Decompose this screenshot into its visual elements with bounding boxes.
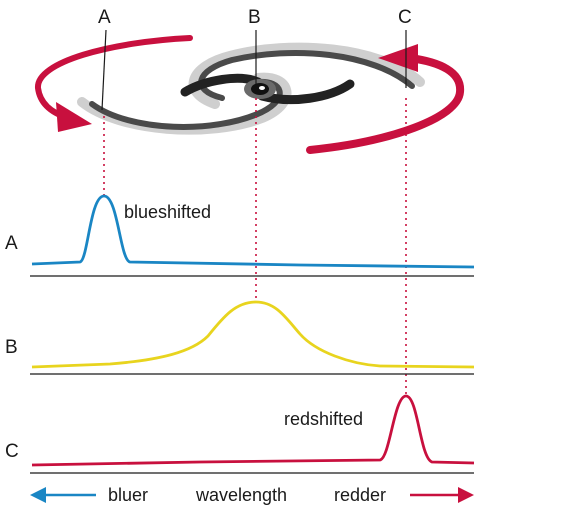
spectrum-c: C redshifted: [5, 394, 475, 474]
galaxy-core-highlight: [259, 86, 265, 90]
spectrum-c-annotation: redshifted: [284, 409, 363, 429]
dotted-guides: [103, 98, 407, 394]
axis-bluer-label: bluer: [108, 485, 148, 505]
galaxy-point-labels: A B C: [98, 7, 412, 111]
spectrum-c-curve: [31, 394, 475, 467]
point-label-b: B: [248, 7, 261, 28]
galaxy-arm-left: [89, 78, 283, 130]
rotation-arrowhead-left: [56, 102, 92, 132]
redder-arrowhead: [458, 487, 474, 503]
point-label-c: C: [398, 7, 412, 28]
axis-wavelength-label: wavelength: [195, 485, 287, 505]
bluer-arrowhead: [30, 487, 46, 503]
spectrum-b-curve: [31, 300, 475, 369]
galaxy-inner-arm-bottom: [257, 79, 355, 105]
point-label-a: A: [98, 7, 111, 28]
rotation-arrowhead-right: [378, 44, 418, 72]
spectrum-a-label: A: [5, 233, 18, 254]
leader-line-a: [101, 29, 107, 111]
rotation-arrows: [35, 35, 465, 154]
spectrum-a-curve: [31, 194, 475, 269]
wavelength-axis: bluer wavelength redder: [30, 485, 474, 505]
axis-redder-label: redder: [334, 485, 386, 505]
spectrum-c-label: C: [5, 441, 19, 462]
spectrum-b-label: B: [5, 337, 18, 358]
spectrum-a-annotation: blueshifted: [124, 202, 211, 222]
rotation-arrow-left: [35, 35, 193, 121]
spectrum-a: A blueshifted: [5, 194, 475, 277]
rotation-arrow-right: [306, 54, 465, 154]
spiral-galaxy: [77, 42, 425, 135]
spectrum-b: B: [5, 300, 475, 375]
